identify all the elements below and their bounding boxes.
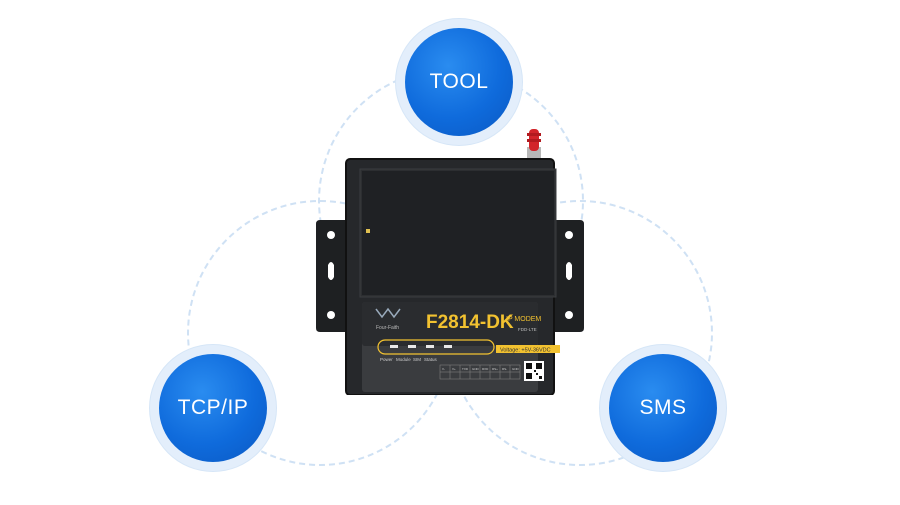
model-type: IP MODEM xyxy=(506,316,541,323)
svg-text:GND: GND xyxy=(512,367,520,371)
antenna xyxy=(527,129,541,161)
indicator-power: Power xyxy=(380,357,393,362)
indicator-module: Module xyxy=(396,357,411,362)
indicator-sim: SIM xyxy=(413,357,421,362)
svg-text:GND: GND xyxy=(472,367,480,371)
modem-device: Four-Faith F2814-DK IP MODEM FDD-LTE Vol… xyxy=(316,129,584,395)
svg-text:RS+: RS+ xyxy=(492,367,498,371)
svg-text:RS-: RS- xyxy=(502,367,507,371)
feature-bubble-sms: SMS xyxy=(609,354,717,462)
svg-text:V+: V+ xyxy=(452,367,456,371)
brand-logo xyxy=(375,307,401,319)
svg-text:V-: V- xyxy=(442,367,445,371)
voltage-label: Voltage: +5V-36VDC xyxy=(500,348,551,354)
feature-bubble-tcpip: TCP/IP xyxy=(159,354,267,462)
feature-label-tcpip: TCP/IP xyxy=(177,396,249,419)
brand-name: Four-Faith xyxy=(376,325,399,331)
qr-code xyxy=(524,361,544,381)
indicator-status: Status xyxy=(424,357,438,362)
mounting-bracket-right xyxy=(552,220,584,332)
mounting-bracket-left xyxy=(316,220,348,332)
svg-text:RXD: RXD xyxy=(482,367,489,371)
svg-text:TXD: TXD xyxy=(462,367,469,371)
feature-label-sms: SMS xyxy=(639,396,687,419)
terminal-table: V- V+ TXD GND RXD RS+ RS- GND xyxy=(439,364,521,380)
network-type: FDD-LTE xyxy=(518,327,537,332)
feature-bubble-tool: TOOL xyxy=(405,28,513,136)
model-name: F2814-DK xyxy=(426,312,514,333)
feature-label-tool: TOOL xyxy=(429,70,489,93)
led-indicators xyxy=(390,345,452,348)
